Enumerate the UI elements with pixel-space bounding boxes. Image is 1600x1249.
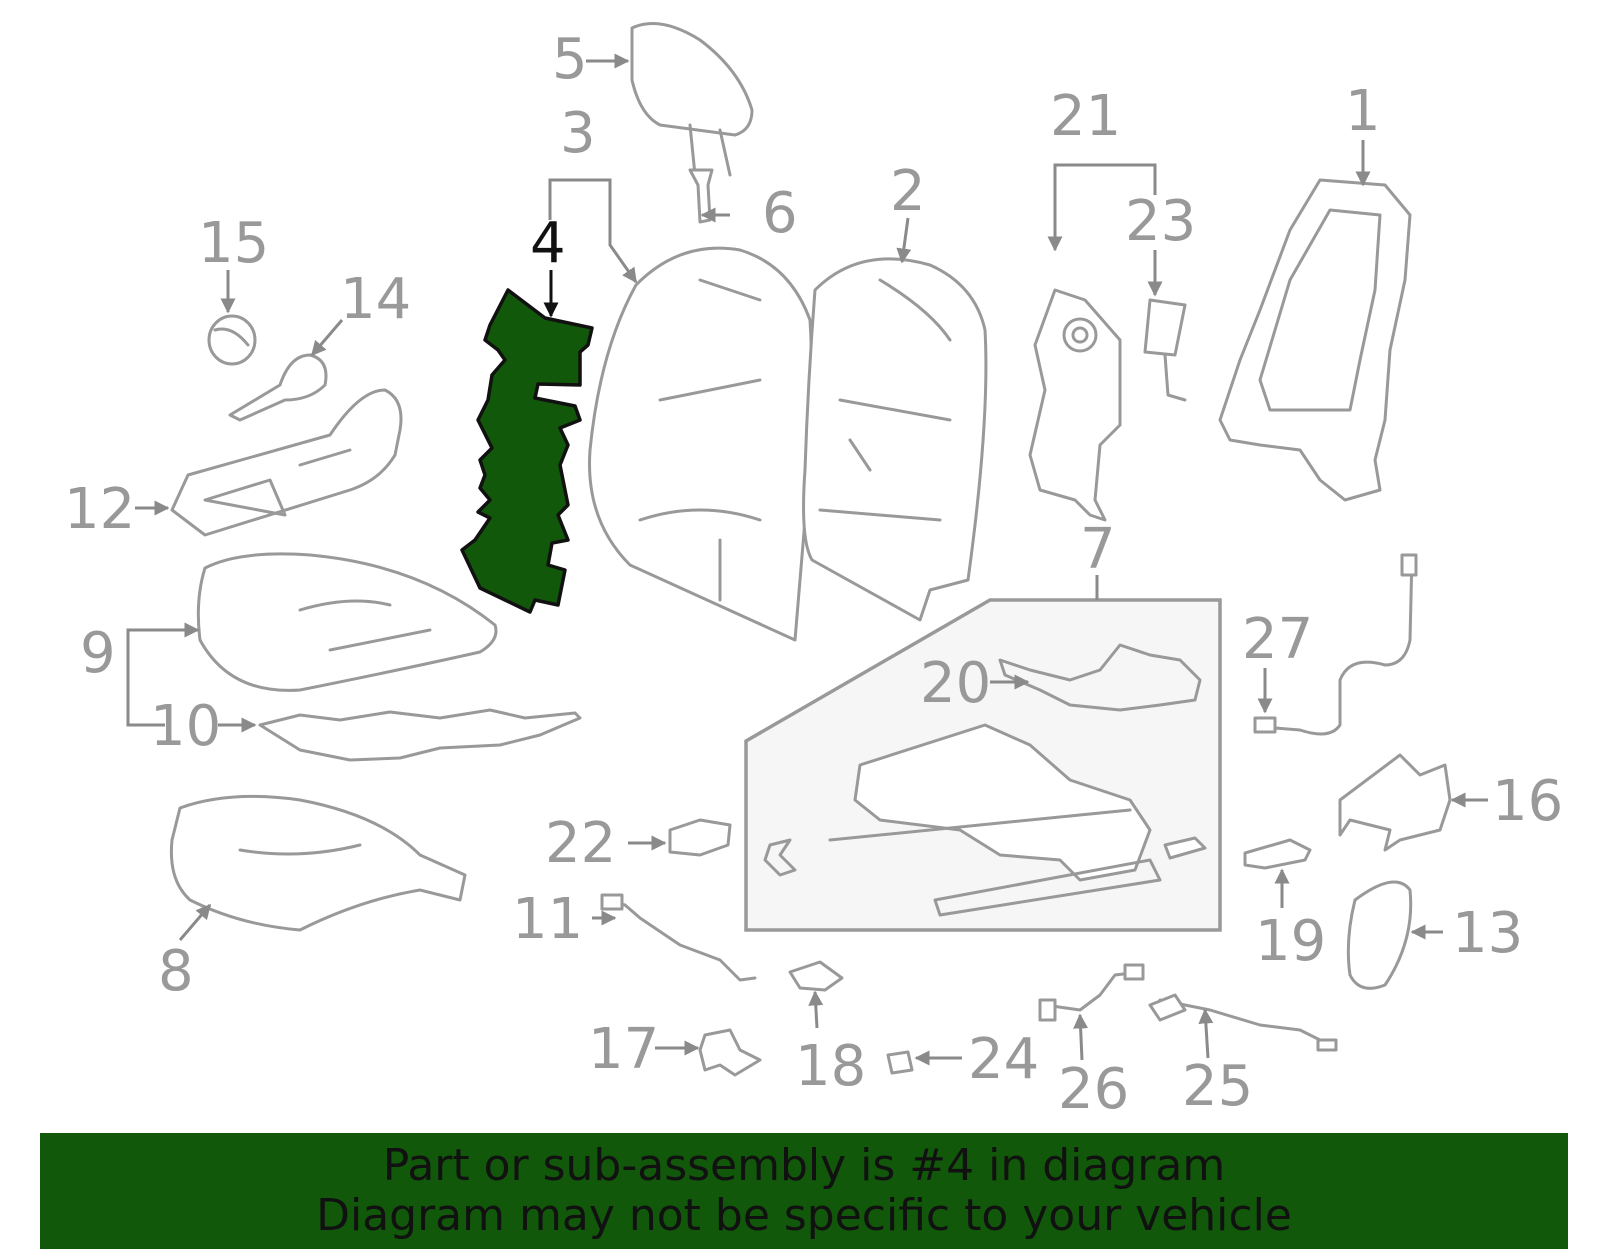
part-26-wire[interactable] [1038, 963, 1145, 1022]
callout-8: 8 [158, 939, 194, 1004]
callout-18: 18 [795, 1034, 866, 1099]
callout-19: 19 [1255, 909, 1326, 974]
callout-25: 25 [1182, 1054, 1253, 1119]
part-3-seatback-cover[interactable] [588, 246, 814, 642]
info-banner: Part or sub-assembly is #4 in diagram Di… [40, 1133, 1568, 1249]
callout-22: 22 [545, 811, 616, 876]
banner-line-2: Diagram may not be specific to your vehi… [316, 1190, 1292, 1241]
part-15-cap[interactable] [207, 314, 257, 366]
leader-lines [126, 53, 1488, 1066]
callout-16: 16 [1492, 769, 1563, 834]
part-17-clip[interactable] [698, 1028, 762, 1077]
part-19-clip[interactable] [1243, 838, 1312, 870]
callout-5: 5 [552, 27, 588, 92]
part-11-wire[interactable] [600, 893, 757, 982]
callout-1: 1 [1345, 79, 1381, 144]
callout-27: 27 [1242, 607, 1313, 672]
callout-20: 20 [920, 651, 991, 716]
callout-9: 9 [80, 621, 116, 686]
banner-line-1: Part or sub-assembly is #4 in diagram [382, 1140, 1226, 1191]
part-9-cushion-cover[interactable] [196, 552, 498, 692]
callout-11: 11 [512, 887, 583, 952]
callout-labels: 5 6 3 4 2 15 14 12 9 10 8 21 23 1 7 20 2… [64, 27, 1563, 1122]
callout-17: 17 [588, 1017, 659, 1082]
callout-23: 23 [1125, 189, 1196, 254]
callout-14: 14 [340, 267, 411, 332]
callout-4: 4 [530, 211, 566, 276]
part-25-wire[interactable] [1148, 993, 1338, 1052]
callout-10: 10 [150, 694, 221, 759]
callout-26: 26 [1058, 1057, 1129, 1122]
part-8-cushion-pad[interactable] [169, 794, 467, 932]
part-18-clip[interactable] [788, 960, 844, 992]
callout-13: 13 [1452, 901, 1523, 966]
part-20-adjuster-link[interactable] [998, 643, 1202, 712]
callout-21: 21 [1050, 84, 1121, 149]
part-12-side-shield[interactable] [170, 388, 403, 537]
callout-6: 6 [762, 181, 798, 246]
callout-12: 12 [64, 477, 135, 542]
callout-24: 24 [968, 1027, 1039, 1092]
part-4-highlighted[interactable] [460, 288, 594, 614]
part-16-bracket[interactable] [1338, 753, 1452, 852]
part-1-seatback-frame[interactable] [1218, 178, 1412, 502]
part-22-bracket[interactable] [668, 818, 732, 857]
part-23-module[interactable] [1143, 298, 1187, 402]
part-7-adjuster-inset[interactable] [744, 598, 1222, 932]
part-2-seatback-pad[interactable] [802, 257, 988, 622]
part-14-lever[interactable] [228, 353, 328, 422]
part-27-wire[interactable] [1253, 553, 1418, 736]
part-10-cushion-heater[interactable] [258, 708, 582, 762]
callout-2: 2 [890, 159, 926, 224]
part-21-side-cover[interactable] [1028, 288, 1122, 522]
part-24-block[interactable] [886, 1050, 914, 1075]
callout-7: 7 [1080, 517, 1116, 582]
part-13-cover[interactable] [1346, 880, 1413, 990]
callout-15: 15 [198, 211, 269, 276]
callout-3: 3 [560, 101, 596, 166]
part-5-headrest[interactable] [630, 22, 754, 177]
